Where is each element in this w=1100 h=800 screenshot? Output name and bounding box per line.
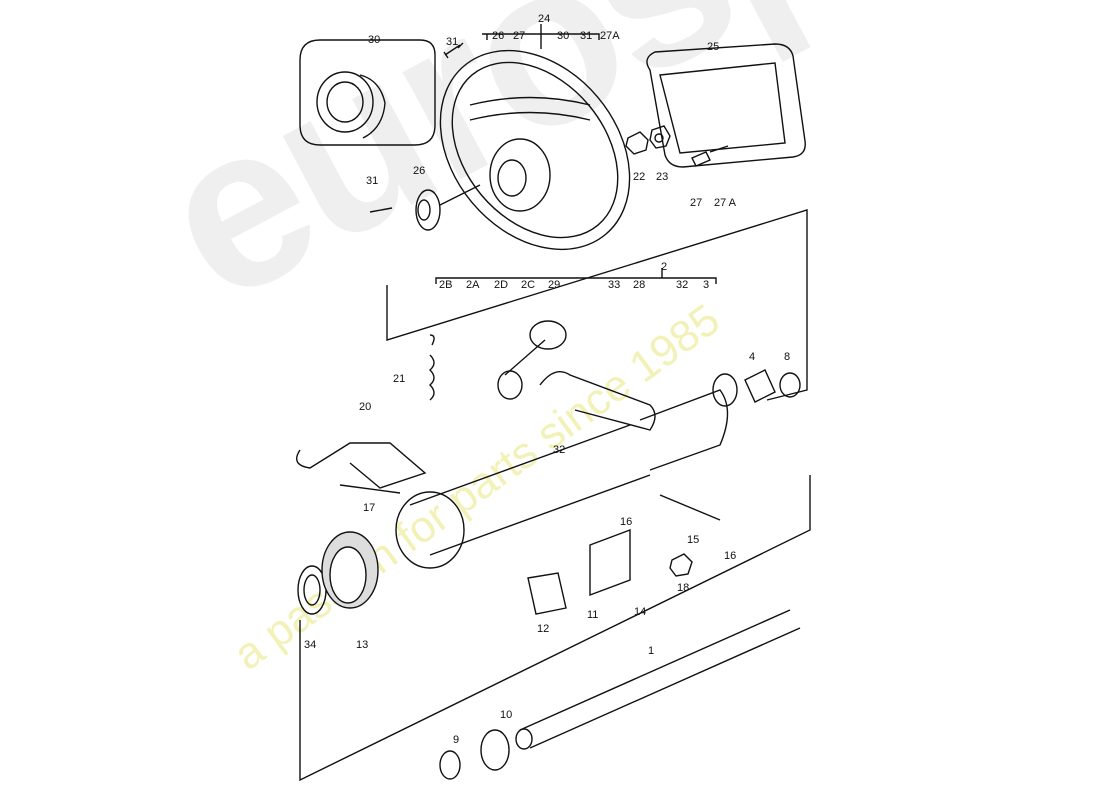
callout-part-11: 11 [587,609,599,621]
callout-part-33: 33 [608,279,621,291]
callout-part-2C: 2C [521,279,536,291]
callout-part-10: 10 [500,709,513,721]
callout-part-9: 9 [453,734,460,746]
callout-part-31: 31 [580,30,593,42]
column-tube [409,424,651,556]
callout-part-28: 28 [633,279,646,291]
pad-part-25 [646,43,806,168]
callout-part-2D: 2D [494,279,509,291]
steering-wheel-part-24 [439,49,631,251]
callout-part-16: 16 [724,550,737,562]
callout-part-22: 22 [633,171,646,183]
callout-part-1: 1 [648,645,655,657]
callout-part-30: 30 [557,30,570,42]
callout-part-2: 2 [661,261,668,273]
callout-part-25: 25 [707,41,720,53]
callout-part-21: 21 [393,373,406,385]
callout-part-2B: 2B [439,279,453,291]
callout-part-16: 16 [620,516,633,528]
callout-part-24: 24 [538,13,551,25]
steering-shaft-part-1 [519,609,801,749]
callout-part-8: 8 [784,351,791,363]
callout-part-3: 3 [703,279,710,291]
callout-part-30: 30 [368,34,381,46]
callout-part-32: 32 [553,444,566,456]
callout-part-31: 31 [446,36,459,48]
callout-part-27: 27 [690,197,703,209]
horn-pad-part-30 [299,39,436,146]
callout-part-32: 32 [676,279,689,291]
callout-part-29: 29 [548,279,561,291]
callout-part-15: 15 [687,534,700,546]
callout-part-2A: 2A [466,279,480,291]
callout-part-27A: 27A [600,30,620,42]
callout-part-20: 20 [359,401,372,413]
callout-part-27A: 27 A [714,197,737,209]
callout-part-26: 26 [413,165,426,177]
callout-part-26: 26 [492,30,505,42]
callout-part-18: 18 [677,582,690,594]
callout-part-31: 31 [366,175,379,187]
callout-part-34: 34 [304,639,317,651]
callout-part-13: 13 [356,639,369,651]
callout-part-4: 4 [749,351,756,363]
callout-part-27: 27 [513,30,526,42]
callout-part-14: 14 [634,606,647,618]
callout-part-17: 17 [363,502,376,514]
callout-part-23: 23 [656,171,669,183]
callout-part-12: 12 [537,623,550,635]
